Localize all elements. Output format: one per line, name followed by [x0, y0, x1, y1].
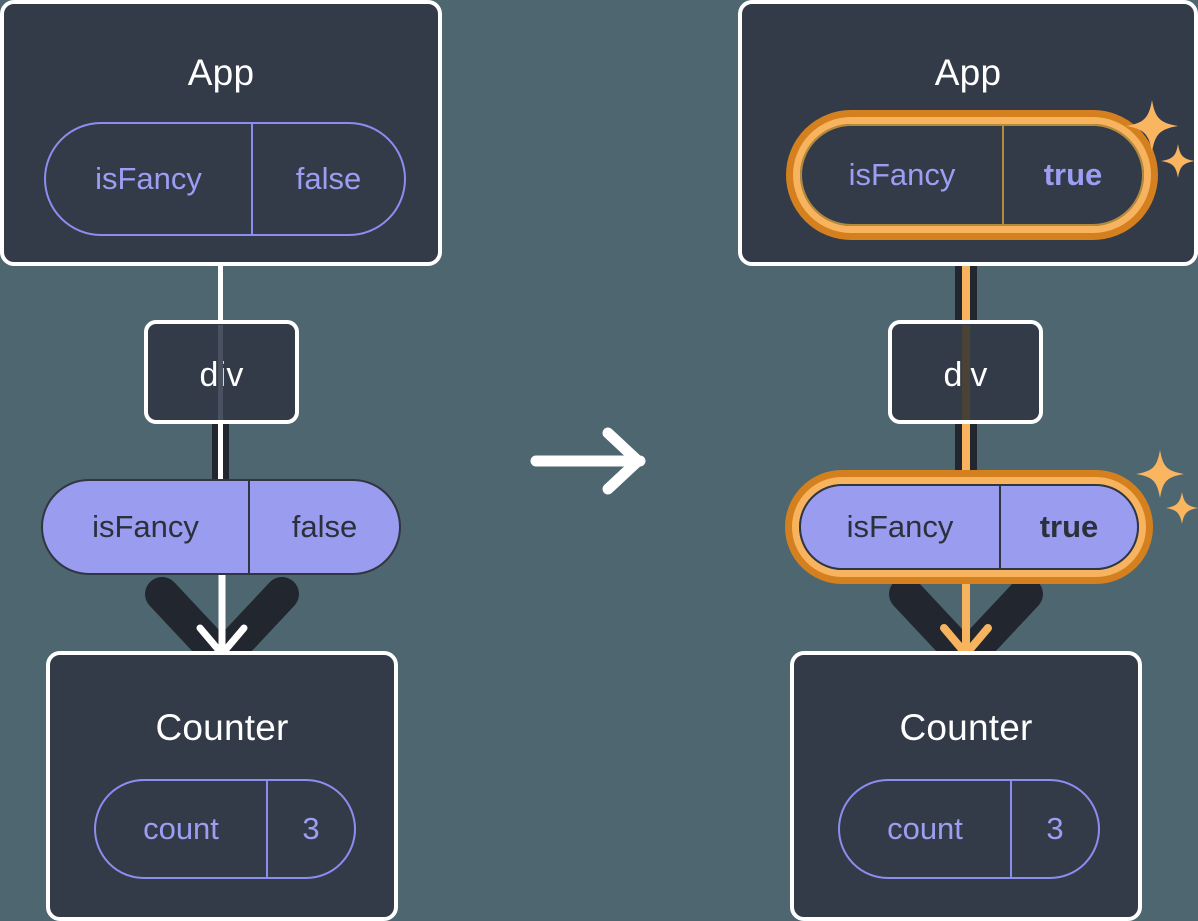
before-app-state-value: false — [251, 124, 404, 234]
transition-arrow — [528, 425, 653, 497]
after-counter-title: Counter — [899, 707, 1033, 748]
before-prop-key: isFancy — [92, 509, 199, 544]
after-app-sparkles-icon — [1122, 96, 1198, 196]
after-prop-highlight-outer-ring — [785, 470, 1153, 584]
after-counter-state-pill: count 3 — [838, 779, 1100, 879]
before-app-node: App isFancy false — [0, 0, 442, 266]
before-prop-pill: isFancy false — [41, 479, 401, 575]
before-counter-state-key: count — [143, 811, 219, 846]
before-connector-through-div — [218, 325, 223, 420]
after-app-state-value: true — [1002, 126, 1142, 224]
before-prop-value: false — [248, 481, 399, 573]
after-app-state-pill: isFancy true — [800, 124, 1144, 226]
after-prop-sparkles-icon — [1134, 448, 1198, 538]
after-app-state-highlight-inner-ring — [793, 117, 1151, 233]
before-connector-div-to-prop-core — [218, 420, 223, 482]
after-prop-value: true — [999, 486, 1137, 568]
before-counter-state-value: 3 — [266, 781, 354, 877]
after-app-title: App — [934, 52, 1002, 93]
before-connector-app-to-div — [218, 262, 223, 322]
after-prop-highlight-inner-ring — [792, 477, 1146, 577]
after-connector-through-div — [962, 325, 970, 420]
before-counter-title: Counter — [155, 707, 289, 748]
after-prop-key: isFancy — [846, 509, 954, 544]
after-counter-state-value: 3 — [1010, 781, 1098, 877]
after-connector-div-to-prop-core — [962, 420, 970, 482]
after-app-state-highlight-outer-ring — [786, 110, 1158, 240]
after-prop-pill: isFancy true — [799, 484, 1139, 570]
before-counter-node: Counter count 3 — [46, 651, 398, 921]
after-counter-node: Counter count 3 — [790, 651, 1142, 921]
before-app-title: App — [187, 52, 255, 93]
before-app-state-pill: isFancy false — [44, 122, 406, 236]
before-app-state-key: isFancy — [95, 161, 202, 196]
after-connector-app-to-div-core — [962, 228, 970, 323]
after-counter-state-key: count — [887, 811, 963, 846]
after-app-state-key: isFancy — [848, 157, 956, 192]
before-counter-state-pill: count 3 — [94, 779, 356, 879]
